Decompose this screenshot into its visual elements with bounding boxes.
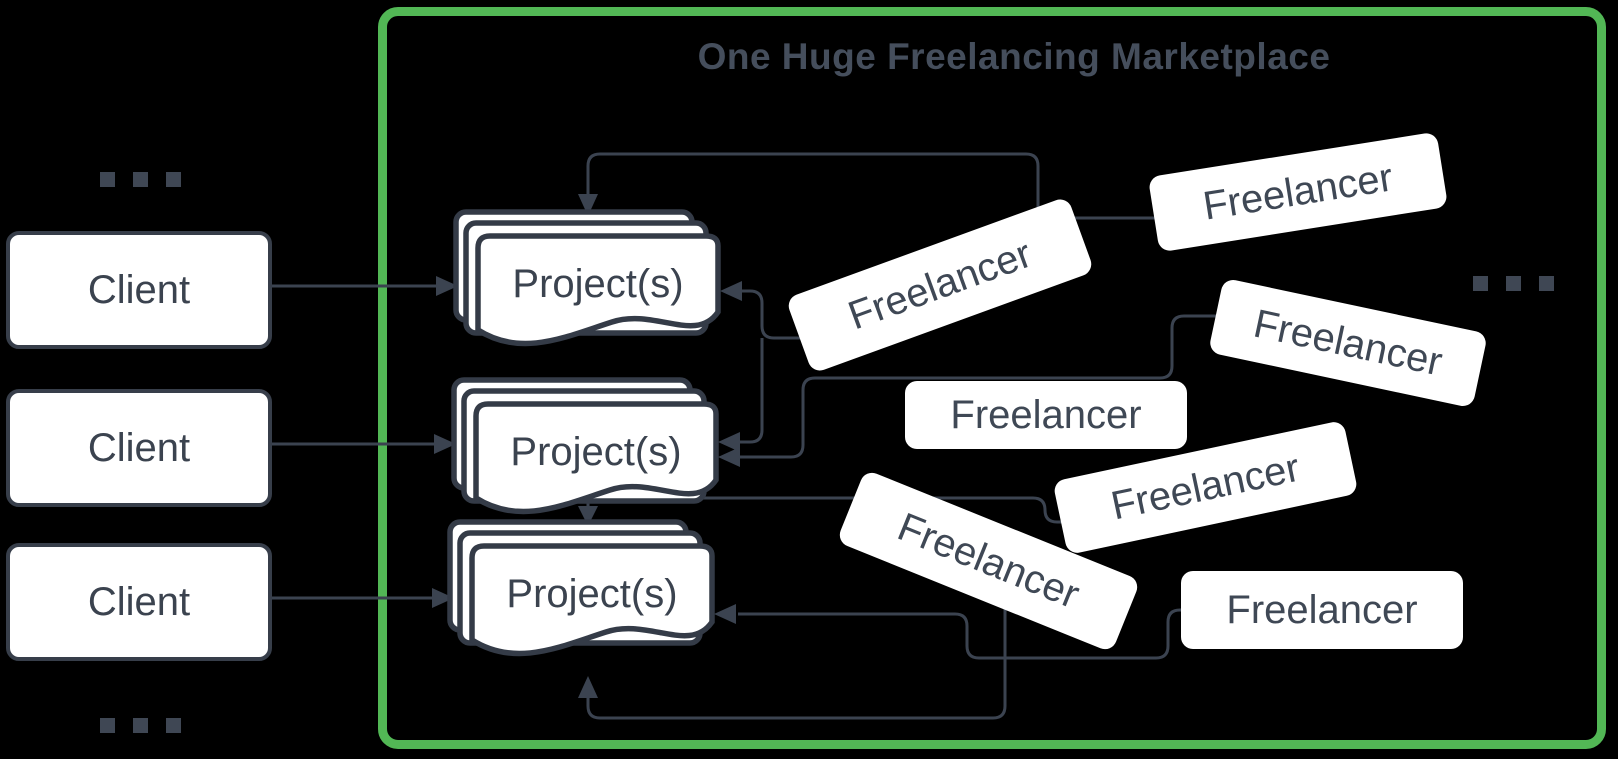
freelancer-label: Freelancer [1226,587,1418,632]
more-clients-ellipsis-bottom [100,718,181,733]
client-node-3: Client [6,543,272,661]
document-stack-icon [453,209,721,347]
freelancer-node-7: Freelancer [1181,571,1463,649]
marketplace-boundary-box [378,7,1606,749]
more-freelancers-ellipsis [1473,276,1554,291]
client-label: Client [87,579,191,624]
client3-to-project3-connector [262,588,454,608]
project-label: Project(s) [506,571,678,616]
client-node-2: Client [6,389,272,507]
project-label: Project(s) [512,261,684,306]
freelancer-label: Freelancer [950,392,1142,437]
freelancer2-to-project2-connector [718,338,764,452]
freelancer7-to-project3-connector [714,604,1186,660]
freelancer6-to-project3-connector [578,565,1007,720]
client-label: Client [87,425,191,470]
document-stack-icon [451,377,719,515]
client-label: Client [87,267,191,312]
freelancer-label: Freelancer [1200,154,1396,229]
project-stack-3: Project(s) [442,516,718,666]
project-label: Project(s) [510,429,682,474]
freelancer4-to-project2-connector [718,314,1222,467]
freelancer2-to-project1-connector [720,281,806,340]
more-clients-ellipsis-top [100,172,181,187]
project-stack-2: Project(s) [446,374,722,524]
client2-to-project2-connector [262,434,456,454]
client-node-1: Client [6,231,272,349]
client1-to-project1-connector [262,276,458,296]
document-stack-icon [447,519,715,657]
marketplace-title: One Huge Freelancing Marketplace [697,36,1331,77]
freelancer-node-3: Freelancer [905,381,1187,449]
project-stack-1: Project(s) [448,206,724,356]
